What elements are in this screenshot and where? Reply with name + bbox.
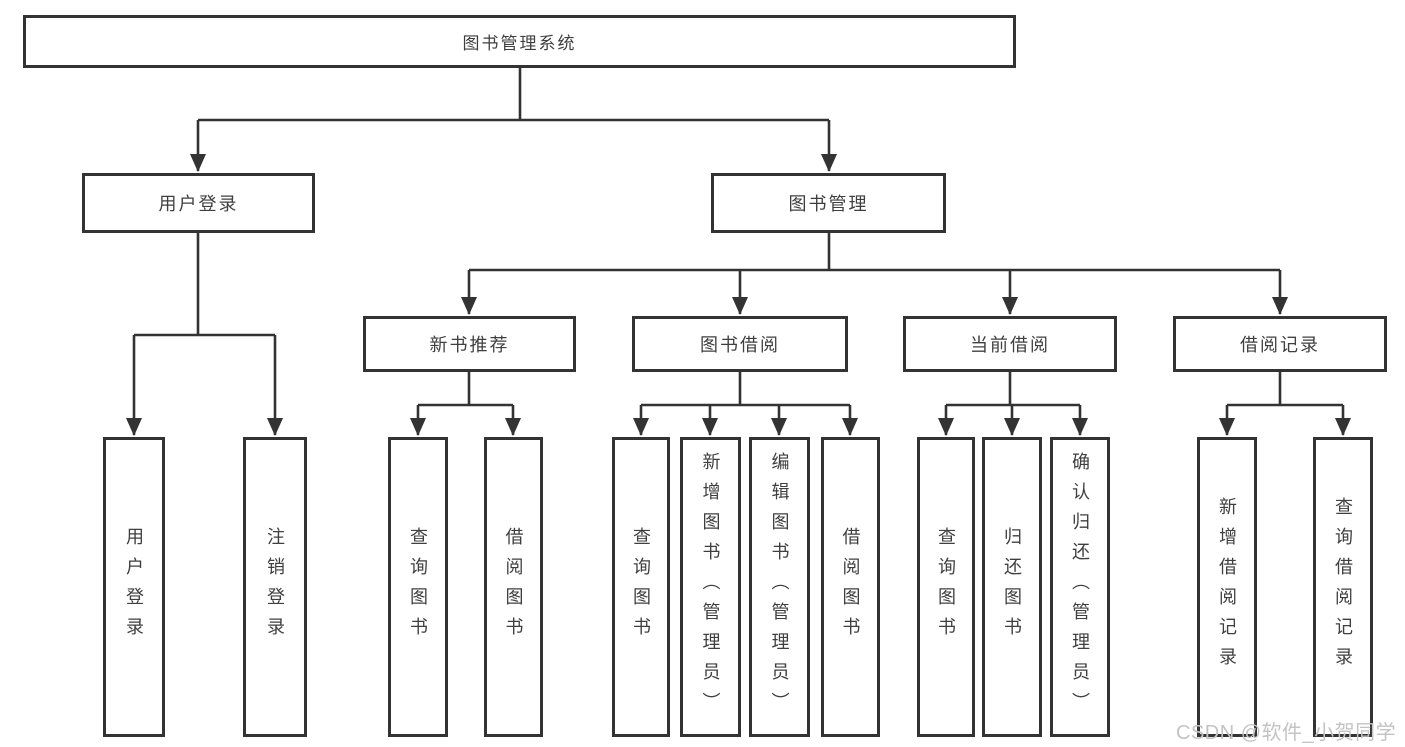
leaf-add-book-admin-label: 新增图书（管理员） — [700, 452, 721, 722]
leaf-query-book-current-label: 查询图书 — [936, 527, 956, 647]
leaf-return-book-label: 归还图书 — [1002, 527, 1022, 647]
node-user-login: 用户登录 — [82, 173, 315, 233]
leaf-edit-book-admin: 编辑图书（管理员） — [749, 437, 810, 737]
leaf-borrow-book: 借阅图书 — [821, 437, 880, 737]
node-user-login-label: 用户登录 — [158, 194, 239, 214]
leaf-edit-book-admin-label: 编辑图书（管理员） — [769, 452, 790, 722]
leaf-confirm-return-admin: 确认归还（管理员） — [1050, 437, 1110, 737]
node-book-management-label: 图书管理 — [788, 194, 869, 214]
node-root: 图书管理系统 — [23, 15, 1016, 68]
node-book-borrow: 图书借阅 — [632, 316, 848, 372]
leaf-return-book: 归还图书 — [982, 437, 1042, 737]
leaf-logout-label: 注销登录 — [265, 527, 285, 647]
node-root-label: 图书管理系统 — [462, 34, 577, 53]
node-new-book-recommend: 新书推荐 — [363, 316, 576, 372]
node-current-borrow-label: 当前借阅 — [970, 335, 1050, 355]
node-book-management: 图书管理 — [711, 173, 946, 233]
node-borrow-record: 借阅记录 — [1173, 316, 1387, 372]
leaf-borrow-book-label: 借阅图书 — [840, 527, 861, 647]
leaf-query-book-borrow: 查询图书 — [612, 437, 670, 737]
leaf-add-book-admin: 新增图书（管理员） — [680, 437, 741, 737]
csdn-watermark: CSDN @软件_小贺同学 — [1176, 722, 1397, 744]
leaf-user-login: 用户登录 — [103, 437, 165, 737]
leaf-add-borrow-record: 新增借阅记录 — [1197, 437, 1257, 737]
node-new-book-recommend-label: 新书推荐 — [429, 335, 510, 355]
leaf-borrow-book-recommend: 借阅图书 — [484, 437, 543, 737]
node-current-borrow: 当前借阅 — [903, 316, 1117, 372]
leaf-confirm-return-admin-label: 确认归还（管理员） — [1070, 452, 1090, 722]
leaf-query-borrow-record-label: 查询借阅记录 — [1333, 497, 1353, 677]
leaf-logout: 注销登录 — [243, 437, 307, 737]
leaf-borrow-book-recommend-label: 借阅图书 — [503, 527, 524, 647]
leaf-query-book-recommend: 查询图书 — [388, 437, 448, 737]
leaf-user-login-label: 用户登录 — [124, 527, 144, 647]
node-borrow-record-label: 借阅记录 — [1240, 335, 1320, 355]
node-book-borrow-label: 图书借阅 — [700, 335, 780, 355]
leaf-add-borrow-record-label: 新增借阅记录 — [1217, 497, 1237, 677]
leaf-query-book-recommend-label: 查询图书 — [408, 527, 428, 647]
leaf-query-book-current: 查询图书 — [917, 437, 975, 737]
leaf-query-borrow-record: 查询借阅记录 — [1313, 437, 1373, 737]
leaf-query-book-borrow-label: 查询图书 — [631, 527, 651, 647]
